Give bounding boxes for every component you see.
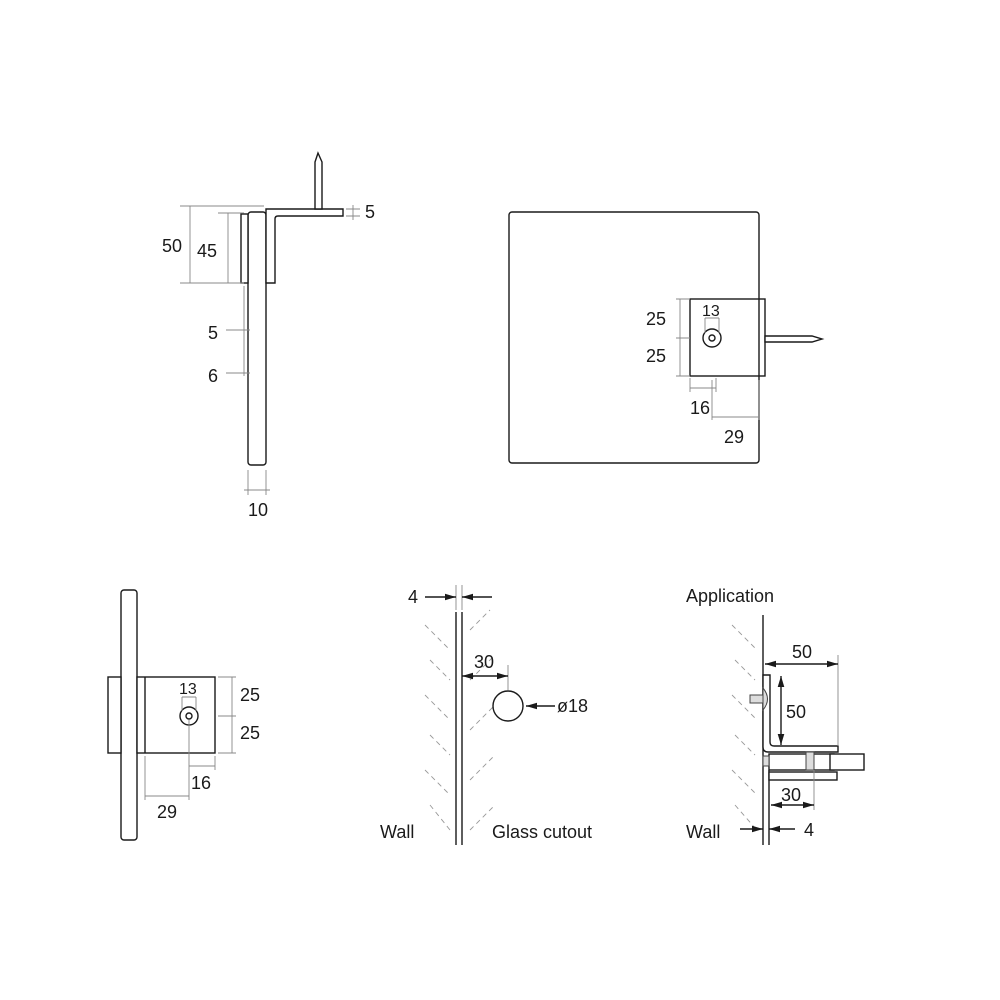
clamp-screw: [805, 751, 815, 771]
application-view: Application 50 50 30 4 Wall: [686, 586, 865, 845]
dim-arm-thickness: 5: [365, 202, 375, 222]
glass-panel: [829, 753, 865, 771]
label-glass-cutout: Glass cutout: [492, 822, 592, 842]
dim-lower: 25: [646, 346, 666, 366]
dim-hole: 13: [179, 681, 197, 698]
wall-anchor: [749, 694, 764, 704]
label-wall: Wall: [380, 822, 414, 842]
wall-pin: [314, 151, 323, 210]
dim-gap-5: 5: [208, 323, 218, 343]
back-plate: [107, 676, 122, 754]
dim-glass-thickness: 10: [248, 500, 268, 520]
dim-width: 29: [157, 802, 177, 822]
dim-gap-6: 6: [208, 366, 218, 386]
angle-bracket: [265, 208, 344, 284]
back-plate: [240, 213, 249, 284]
cutout-hole: [492, 690, 524, 722]
dim-hole: 13: [702, 303, 720, 320]
clamp-body: [136, 676, 216, 754]
wall-pin: [764, 335, 825, 343]
dim-hole-offset: 16: [690, 398, 710, 418]
dim-diameter: ø18: [557, 696, 588, 716]
label-wall: Wall: [686, 822, 720, 842]
application-title: Application: [686, 586, 774, 606]
front-view: 25 25 13 16 29: [508, 211, 825, 464]
dim-gap: 4: [408, 587, 418, 607]
wall-hatching: [731, 624, 756, 829]
dim-hole-offset: 16: [191, 773, 211, 793]
dim-plate-height: 45: [197, 241, 217, 261]
dim-gap: 4: [804, 820, 814, 840]
rear-view: 13 25 25 16 29: [107, 589, 260, 841]
dim-lower: 25: [240, 723, 260, 743]
dim-upper: 25: [240, 685, 260, 705]
dim-width: 29: [724, 427, 744, 447]
dim-width: 50: [792, 642, 812, 662]
glass-cutout-view: 4 30 ø18 Wall Glass cutout: [380, 585, 592, 845]
glass-panel: [247, 211, 267, 466]
wall-hatching: [424, 609, 496, 831]
dim-total-height: 50: [162, 236, 182, 256]
dim-upper: 25: [646, 309, 666, 329]
clamp-upper: [768, 753, 835, 771]
side-view: 50 45 5 5 6 10: [162, 151, 375, 520]
glass-panel: [120, 589, 138, 841]
dim-offset: 30: [474, 652, 494, 672]
clamp-lower: [768, 771, 838, 781]
dim-offset: 30: [781, 785, 801, 805]
dim-height: 50: [786, 702, 806, 722]
